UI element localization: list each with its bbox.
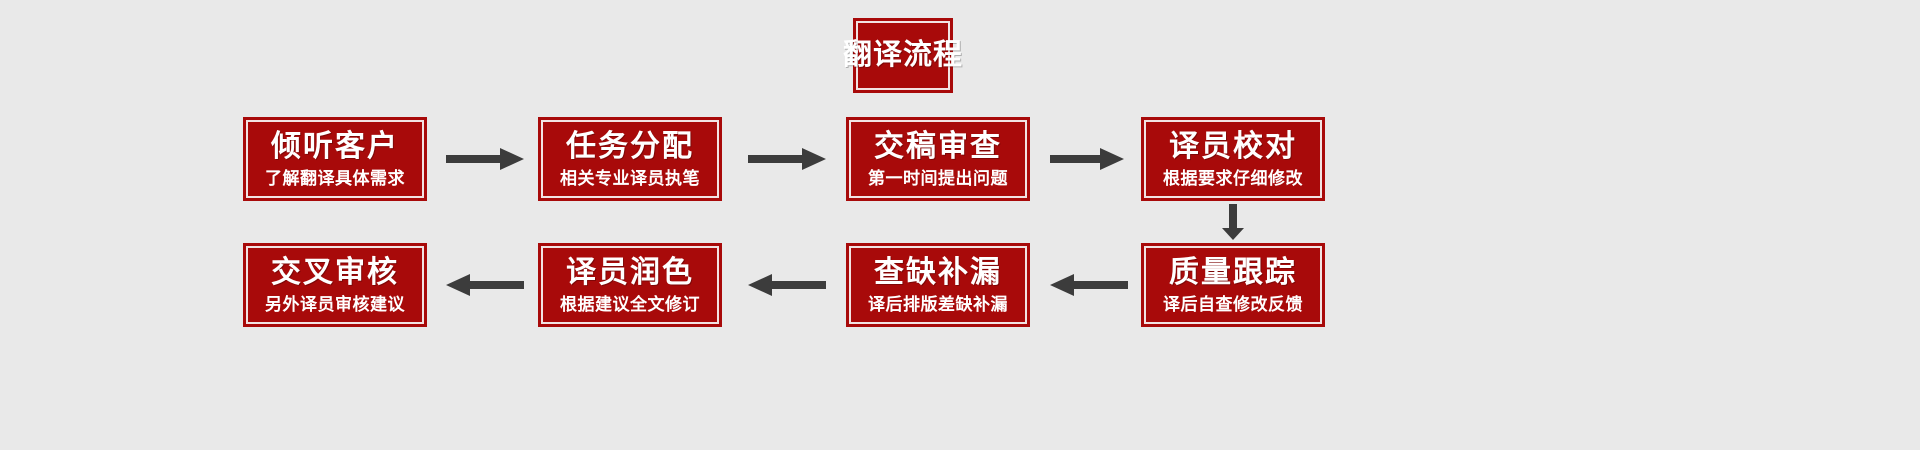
node-inner: 质量跟踪 译后自查修改反馈: [1144, 246, 1322, 324]
node-translator-proofreading[interactable]: 译员校对 根据要求仔细修改: [1141, 117, 1325, 201]
node-inner: 倾听客户 了解翻译具体需求: [246, 120, 424, 198]
node-inner: 交稿审查 第一时间提出问题: [849, 120, 1027, 198]
arrow-right-icon: [446, 146, 524, 172]
node-title: 倾听客户: [271, 129, 399, 163]
node-draft-review[interactable]: 交稿审查 第一时间提出问题: [846, 117, 1030, 201]
arrow-left-icon: [1050, 272, 1128, 298]
node-title: 查缺补漏: [874, 255, 1002, 289]
node-quality-tracking[interactable]: 质量跟踪 译后自查修改反馈: [1141, 243, 1325, 327]
arrow-left-icon: [748, 272, 826, 298]
flowchart-title-box: 翻译流程: [843, 18, 962, 93]
node-title: 交稿审查: [874, 129, 1002, 163]
arrow-right-icon: [1050, 146, 1124, 172]
node-subtitle: 根据要求仔细修改: [1163, 168, 1303, 188]
node-inner: 查缺补漏 译后排版差缺补漏: [849, 246, 1027, 324]
node-subtitle: 另外译员审核建议: [265, 294, 405, 314]
node-listen-to-client[interactable]: 倾听客户 了解翻译具体需求: [243, 117, 427, 201]
node-task-assignment[interactable]: 任务分配 相关专业译员执笔: [538, 117, 722, 201]
node-title: 质量跟踪: [1169, 255, 1297, 289]
arrow-right-icon: [748, 146, 826, 172]
node-title: 译员润色: [566, 255, 694, 289]
node-subtitle: 译后自查修改反馈: [1163, 294, 1303, 314]
arrow-down-icon: [1220, 204, 1246, 240]
node-translator-polishing[interactable]: 译员润色 根据建议全文修订: [538, 243, 722, 327]
node-inner: 译员润色 根据建议全文修订: [541, 246, 719, 324]
node-inner: 任务分配 相关专业译员执笔: [541, 120, 719, 198]
page-title: 翻译流程: [843, 39, 964, 72]
node-inner: 交叉审核 另外译员审核建议: [246, 246, 424, 324]
node-inner: 译员校对 根据要求仔细修改: [1144, 120, 1322, 198]
node-subtitle: 根据建议全文修订: [560, 294, 700, 314]
node-subtitle: 译后排版差缺补漏: [868, 294, 1008, 314]
node-subtitle: 了解翻译具体需求: [265, 168, 405, 188]
arrow-left-icon: [446, 272, 524, 298]
title-box-inner: 翻译流程: [843, 21, 962, 90]
node-subtitle: 第一时间提出问题: [868, 168, 1008, 188]
node-title: 任务分配: [566, 129, 694, 163]
node-subtitle: 相关专业译员执笔: [560, 168, 700, 188]
node-gap-filling[interactable]: 查缺补漏 译后排版差缺补漏: [846, 243, 1030, 327]
node-title: 译员校对: [1169, 129, 1297, 163]
node-cross-review[interactable]: 交叉审核 另外译员审核建议: [243, 243, 427, 327]
node-title: 交叉审核: [271, 255, 399, 289]
